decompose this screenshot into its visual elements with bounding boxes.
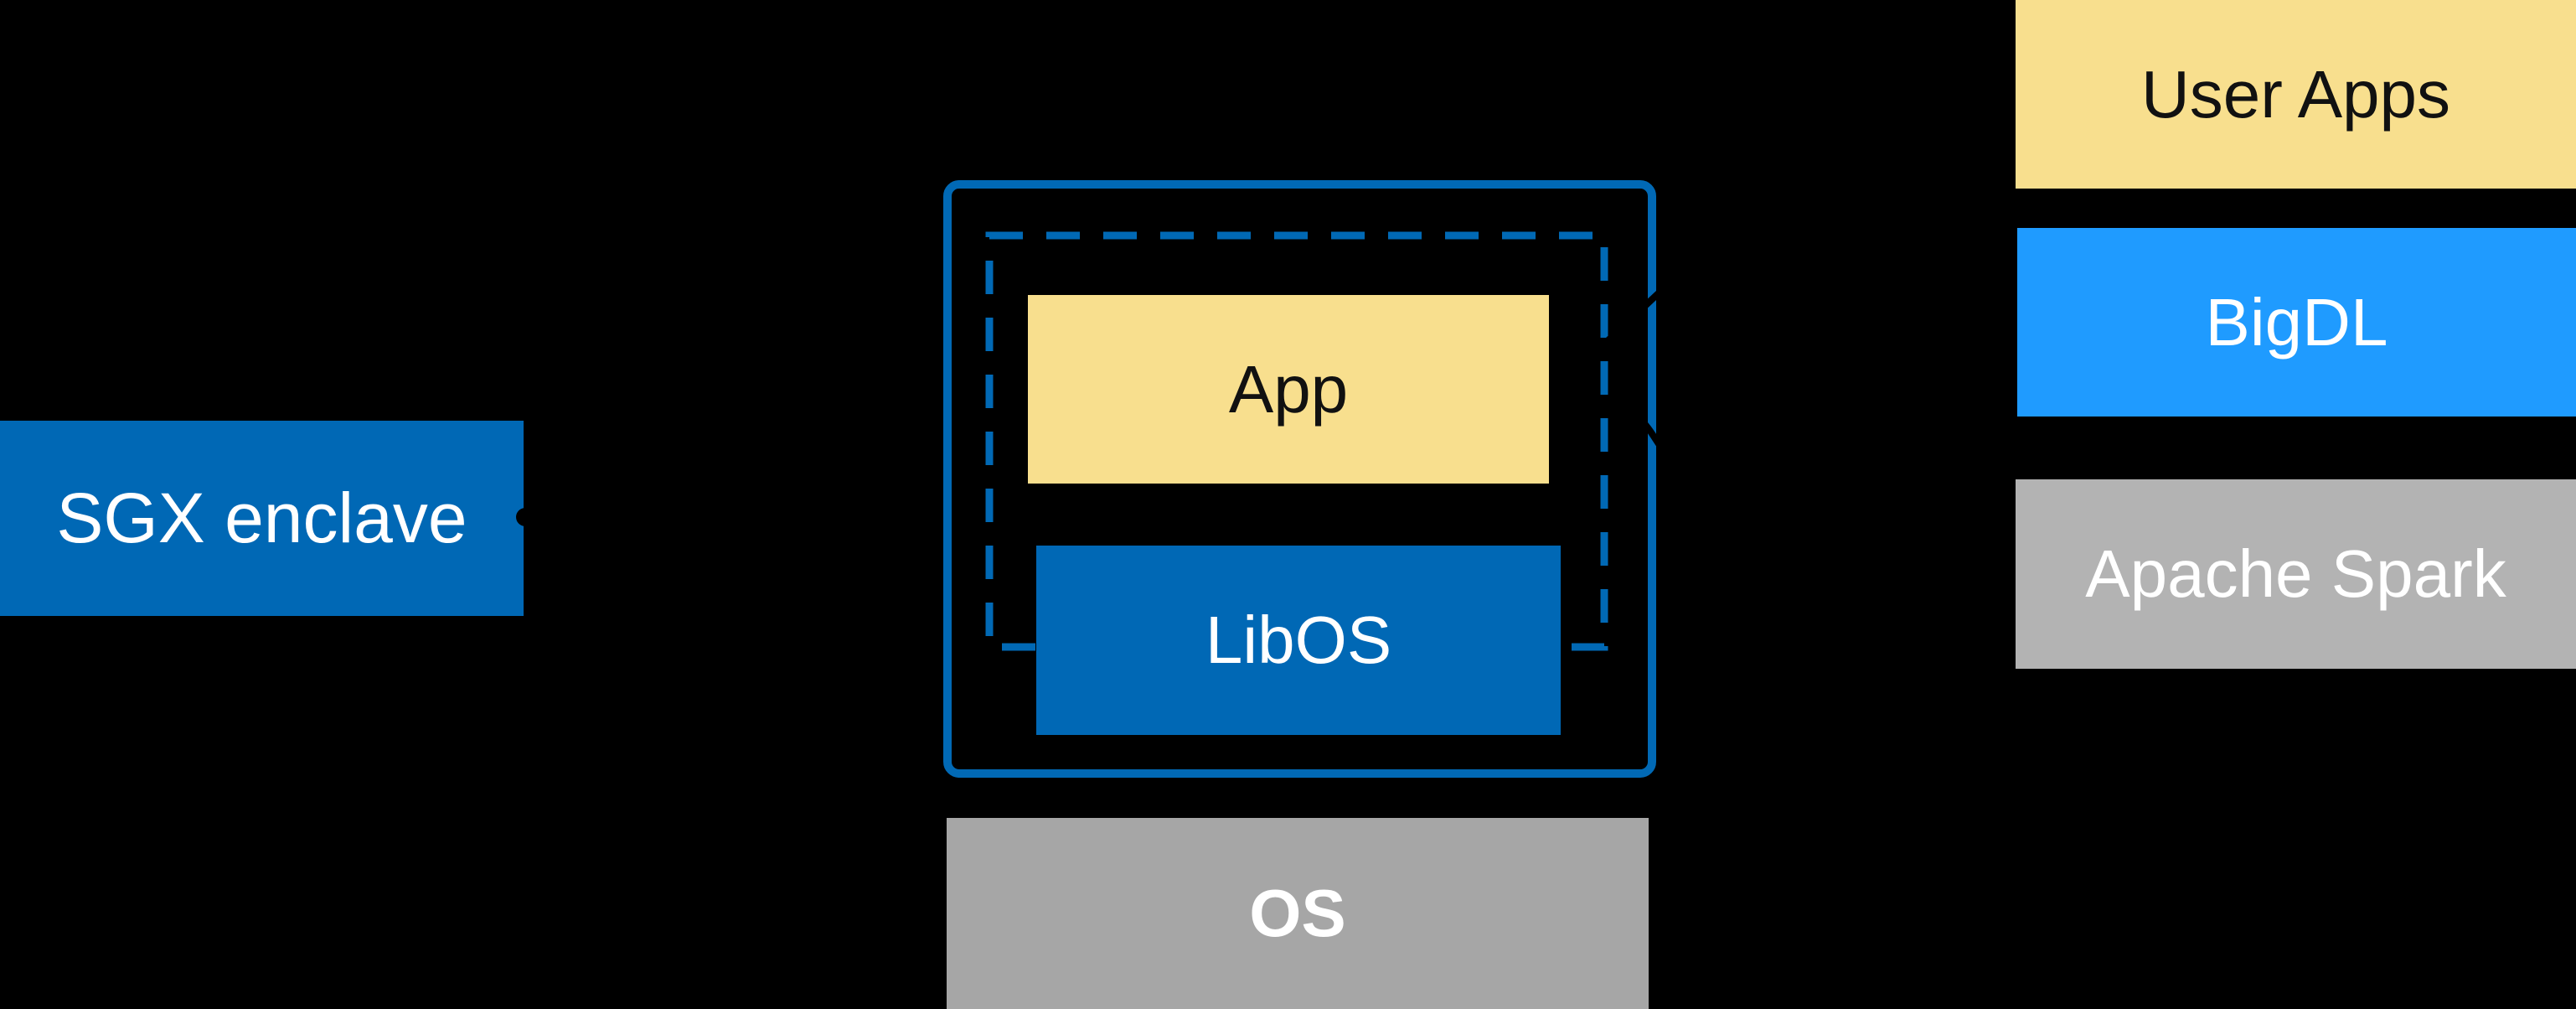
app-arrowhead-icon <box>1549 375 1574 401</box>
libos-box: LibOS <box>1036 546 1561 735</box>
stack-to-app-upper-curve <box>1557 47 2011 387</box>
sgx-enclave-label-box: SGX enclave <box>0 421 524 616</box>
apache-spark-box: Apache Spark <box>2016 479 2576 669</box>
user-apps-box: User Apps <box>2016 0 2576 189</box>
app-box: App <box>1028 295 1549 484</box>
bigdl-label: BigDL <box>2205 284 2388 360</box>
apache-spark-label: Apache Spark <box>2085 536 2506 611</box>
os-label: OS <box>1249 876 1346 950</box>
app-label: App <box>1228 351 1349 427</box>
libos-boundary-dashed <box>985 231 1608 651</box>
bigdl-box: BigDL <box>2017 228 2576 417</box>
sgx-enclave-label: SGX enclave <box>56 479 467 557</box>
connector-dot <box>516 508 534 526</box>
user-apps-label: User Apps <box>2140 56 2451 132</box>
sgx-pointer-arrowhead-icon <box>920 507 942 527</box>
stack-to-app-lower-curve <box>1566 391 2011 594</box>
os-box: OS <box>947 818 1649 1009</box>
libos-label: LibOS <box>1205 603 1392 677</box>
enclave-border <box>943 180 1656 778</box>
